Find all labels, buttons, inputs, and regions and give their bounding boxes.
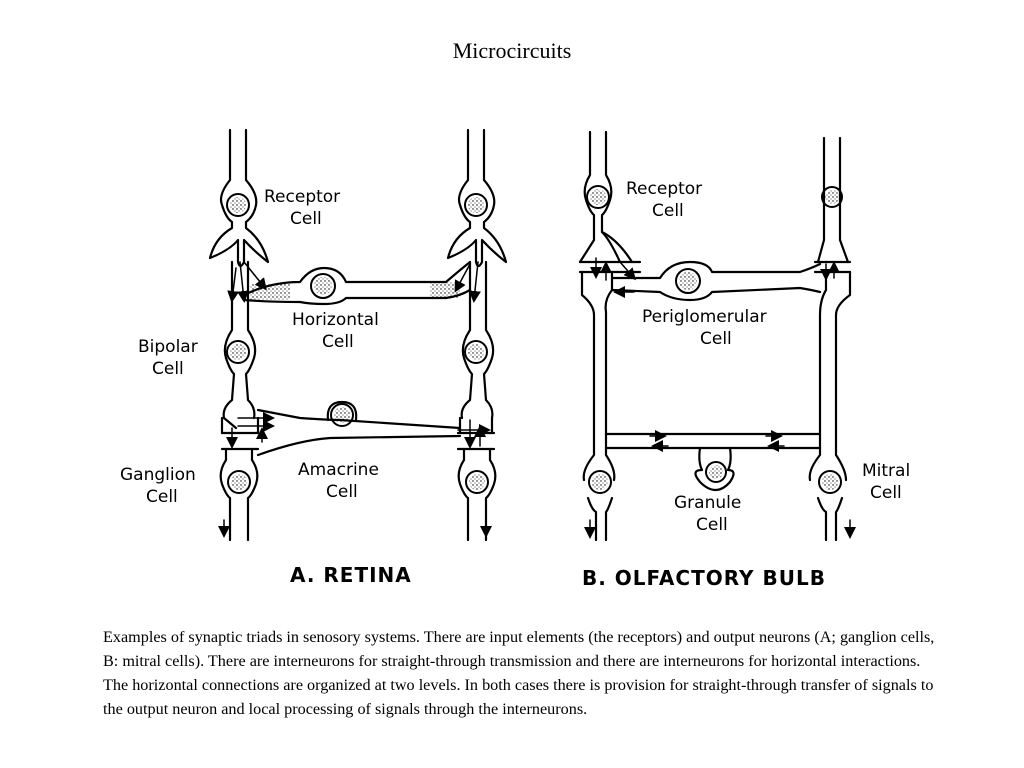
olfactory-mitral-soma-right (818, 470, 842, 494)
retina-amacrine-soma (330, 403, 354, 427)
retina-bipolar-label-line1: Bipolar (138, 337, 198, 357)
retina-ganglion-label-line1: Ganglion (120, 465, 196, 485)
retina-bipolar-label-line2: Cell (152, 359, 184, 379)
retina-receptor-label-line1: Receptor (264, 187, 340, 207)
olfactory-mitral-label-line2: Cell (870, 483, 902, 503)
olfactory-receptor-label-line2: Cell (652, 201, 684, 221)
retina-bipolar-soma-left (226, 340, 250, 364)
olfactory-synapse-arrows (584, 257, 856, 539)
olfactory-receptor-soma-left (586, 185, 610, 209)
olfactory-granule-dendrites (604, 432, 822, 492)
olfactory-periglomerular-label-line1: Periglomerular (642, 307, 767, 327)
olfactory-receptor-label-line1: Receptor (626, 179, 702, 199)
retina-horizontal-label-line2: Cell (322, 332, 354, 352)
retina-diagram (208, 128, 508, 542)
retina-receptor-soma-right (464, 193, 488, 217)
olfactory-mitral-columns (580, 270, 852, 542)
retina-panel-label: A. RETINA (290, 563, 412, 587)
retina-horizontal-label-line1: Horizontal (292, 310, 379, 330)
olfactory-periglomerular-soma (675, 268, 701, 294)
olfactory-periglomerular-label-line2: Cell (700, 329, 732, 349)
retina-ganglion-label-line2: Cell (146, 487, 178, 507)
olfactory-mitral-label-line1: Mitral (862, 461, 910, 481)
page-title: Microcircuits (452, 38, 572, 63)
retina-horizontal-soma (310, 273, 336, 299)
olfactory-left-receptor (578, 130, 634, 264)
olfactory-right-receptor (816, 136, 850, 264)
olfactory-mitral-soma-left (588, 470, 612, 494)
retina-left-column (208, 128, 270, 542)
retina-receptor-label-line2: Cell (290, 209, 322, 229)
olfactory-granule-label-line1: Granule (674, 493, 741, 513)
figure-caption: Examples of synaptic triads in senosory … (103, 628, 935, 718)
olfactory-diagram (578, 130, 856, 542)
retina-ganglion-soma-right (465, 470, 489, 494)
retina-amacrine-label-line1: Amacrine (298, 460, 379, 480)
retina-synapse-arrows (218, 261, 492, 538)
retina-amacrine-label-line2: Cell (326, 482, 358, 502)
olfactory-periglomerular-cell (610, 260, 822, 302)
retina-bipolar-soma-right (464, 340, 488, 364)
retina-horizontal-cell (242, 260, 472, 306)
microcircuit-figure: Receptor Cell Horizontal Cell Bipolar Ce… (120, 128, 910, 590)
olfactory-panel-label: B. OLFACTORY BULB (582, 566, 826, 590)
retina-receptor-soma-left (226, 193, 250, 217)
retina-right-column (446, 128, 508, 542)
olfactory-receptor-soma-right (821, 186, 843, 208)
olfactory-granule-label-line2: Cell (696, 515, 728, 535)
retina-amacrine-cell (256, 400, 462, 457)
microcircuit-diagram: Receptor Cell Horizontal Cell Bipolar Ce… (120, 128, 910, 590)
retina-ganglion-soma-left (227, 470, 251, 494)
olfactory-granule-soma (705, 461, 727, 483)
